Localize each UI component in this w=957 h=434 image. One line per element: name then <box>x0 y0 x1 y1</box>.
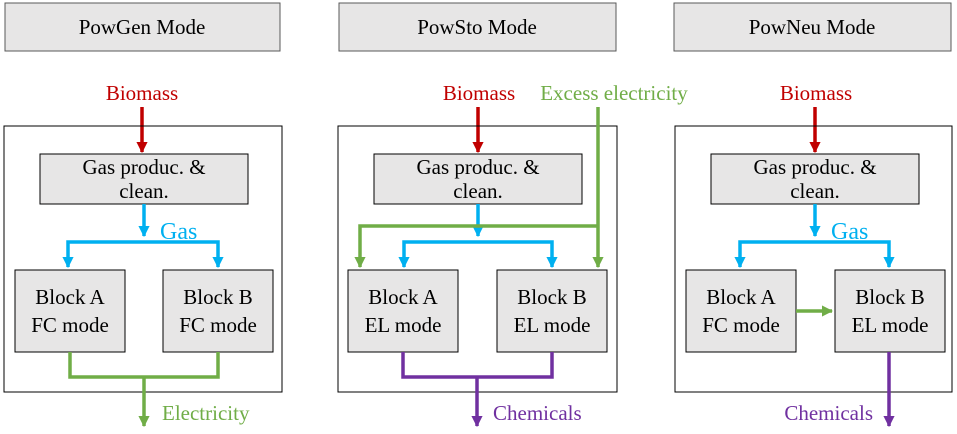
powsto-output-label: Chemicals <box>493 401 582 425</box>
powneu-title-box <box>673 2 952 52</box>
powsto-block-a-line1: Block A <box>368 285 438 309</box>
powgen-title-box <box>4 2 281 52</box>
powsto-gas-to-b <box>478 240 558 269</box>
powgen-title: PowGen Mode <box>79 15 206 39</box>
powgen-block-b <box>162 269 274 353</box>
powgen-process-line1: Gas produc. & <box>82 155 205 179</box>
powneu-panel: PowNeu Mode Biomass Gas produc. & clean.… <box>673 2 953 428</box>
powneu-block-a-line2: FC mode <box>702 313 780 337</box>
powsto-excess-to-a <box>354 224 598 269</box>
powneu-title: PowNeu Mode <box>749 15 876 39</box>
powneu-block-b <box>834 269 946 353</box>
powsto-excess-label: Excess electricity <box>540 81 688 105</box>
powneu-gas-label: Gas <box>831 219 868 245</box>
powneu-block-a <box>685 269 797 353</box>
powgen-gas-label: Gas <box>160 219 197 245</box>
powsto-block-b-line2: EL mode <box>514 313 591 337</box>
powgen-block-a-line1: Block A <box>35 285 105 309</box>
powsto-output-collector <box>401 352 554 379</box>
powsto-panel: PowSto Mode Biomass Excess electricity G… <box>337 2 688 428</box>
powneu-output-label: Chemicals <box>784 401 873 425</box>
powgen-process-box <box>39 153 249 205</box>
powneu-process-line1: Gas produc. & <box>753 155 876 179</box>
powgen-gas-to-b <box>144 240 224 269</box>
powsto-block-b-line1: Block B <box>517 285 586 309</box>
powgen-block-b-line1: Block B <box>183 285 252 309</box>
powsto-process-box <box>373 153 583 205</box>
powneu-block-a-line1: Block A <box>706 285 776 309</box>
powgen-output-collector <box>68 352 220 379</box>
powneu-gas-to-b <box>815 240 895 269</box>
powgen-block-a-line2: FC mode <box>31 313 109 337</box>
powneu-biomass-label: Biomass <box>780 81 852 105</box>
powsto-title: PowSto Mode <box>417 15 537 39</box>
powsto-block-b <box>496 269 608 353</box>
powgen-block-a <box>14 269 126 353</box>
powgen-output-label: Electricity <box>162 401 250 425</box>
powsto-block-a-line2: EL mode <box>365 313 442 337</box>
powsto-gas-to-a <box>398 240 478 269</box>
powneu-block-b-line2: EL mode <box>852 313 929 337</box>
powneu-process-line2: clean. <box>790 179 840 203</box>
powgen-block-b-line2: FC mode <box>179 313 257 337</box>
powneu-frame <box>674 125 953 393</box>
powgen-process-line2: clean. <box>119 179 169 203</box>
powsto-block-a <box>347 269 459 353</box>
powsto-title-box <box>338 2 617 52</box>
powgen-panel: PowGen Mode Biomass Gas produc. & clean.… <box>3 2 283 428</box>
powneu-gas-to-a <box>734 240 815 269</box>
powgen-gas-to-a <box>62 240 144 269</box>
powsto-process-line1: Gas produc. & <box>416 155 539 179</box>
powgen-biomass-label: Biomass <box>106 81 178 105</box>
powneu-block-b-line1: Block B <box>855 285 924 309</box>
powsto-process-line2: clean. <box>453 179 503 203</box>
powsto-biomass-label: Biomass <box>443 81 515 105</box>
